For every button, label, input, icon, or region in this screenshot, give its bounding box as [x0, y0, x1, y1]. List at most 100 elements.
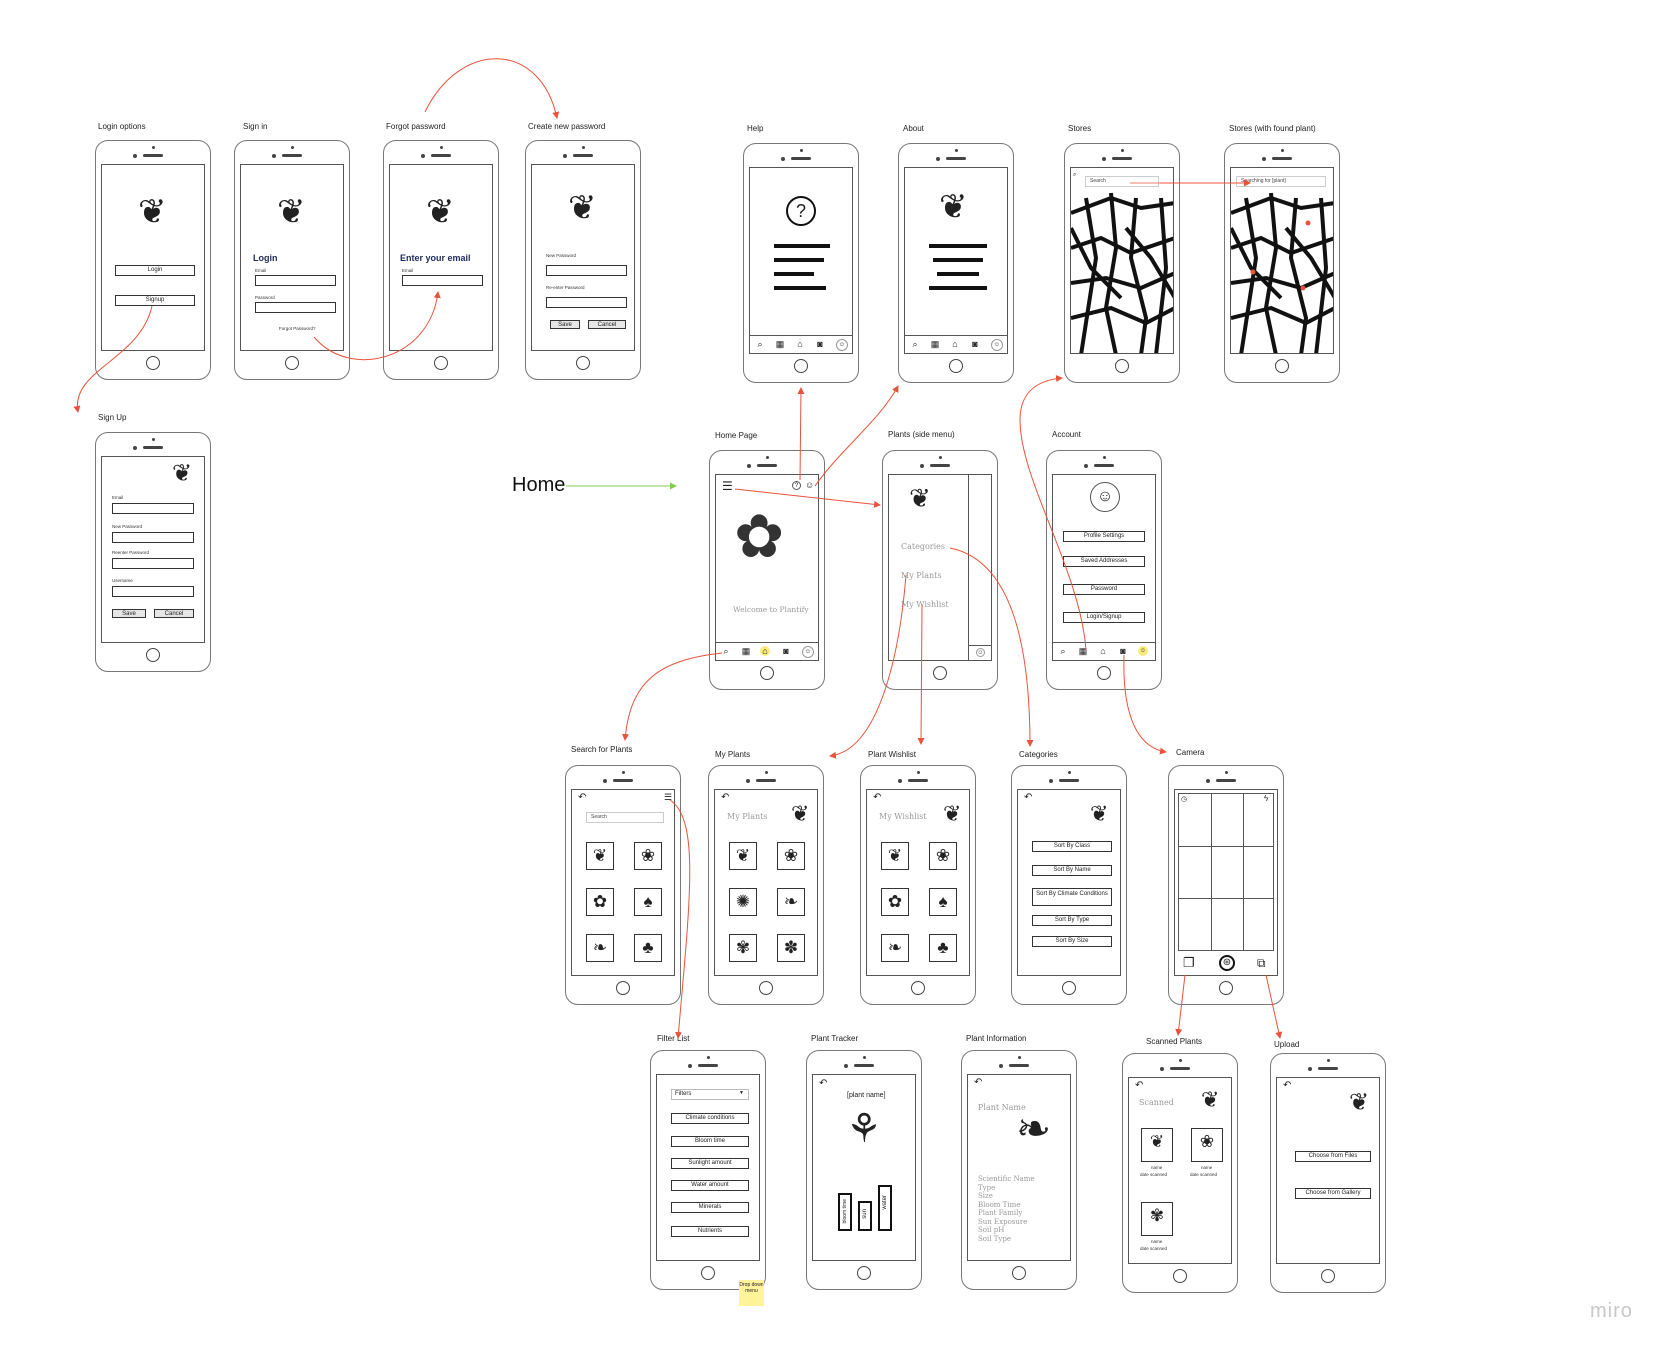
camera-icon[interactable]: ◙ [972, 339, 978, 349]
email-field[interactable] [112, 503, 194, 514]
filter-sunlight-button[interactable]: Sunlight amount [671, 1158, 749, 1169]
home-button[interactable] [1097, 666, 1111, 680]
new-password-field[interactable] [112, 532, 194, 543]
home-button[interactable] [146, 356, 160, 370]
home-button[interactable] [1062, 981, 1076, 995]
home-button[interactable] [434, 356, 448, 370]
menu-icon[interactable]: ☰ [722, 479, 733, 493]
search-input[interactable]: Search [586, 812, 664, 823]
account-icon[interactable]: ☺ [991, 339, 1003, 351]
viewfinder[interactable] [1178, 793, 1274, 951]
filter-climate-button[interactable]: Climate conditions [671, 1113, 749, 1124]
home-button[interactable] [933, 666, 947, 680]
email-field[interactable] [255, 275, 336, 286]
sort-by-climate-button[interactable]: Sort By Climate Conditions [1032, 888, 1112, 906]
home-button[interactable] [759, 981, 773, 995]
filter-water-button[interactable]: Water amount [671, 1180, 749, 1191]
plant-tile-icon[interactable]: ♣ [929, 934, 957, 962]
choose-from-gallery-button[interactable]: Choose from Gallery [1295, 1188, 1371, 1199]
home-button[interactable] [857, 1266, 871, 1280]
home-button[interactable] [794, 359, 808, 373]
back-icon[interactable]: ↶ [1135, 1080, 1144, 1091]
save-button[interactable]: Save [550, 320, 580, 329]
plant-tile-icon[interactable]: ❧ [586, 934, 614, 962]
password-button[interactable]: Password [1063, 584, 1145, 595]
search-input[interactable]: Searching for [plant] [1236, 176, 1326, 187]
sort-by-class-button[interactable]: Sort By Class [1032, 841, 1112, 852]
login-signup-button[interactable]: Login/Signup [1063, 612, 1145, 623]
search-icon[interactable]: ⌕ [1060, 646, 1066, 656]
back-icon[interactable]: ↶ [819, 1078, 828, 1089]
plant-tile-icon[interactable]: ✽ [777, 934, 805, 962]
flash-icon[interactable]: ϟ [1264, 794, 1269, 803]
profile-settings-button[interactable]: Profile Settings [1063, 531, 1145, 542]
store-icon[interactable]: ▦ [741, 646, 751, 656]
back-icon[interactable]: ↶ [1283, 1080, 1292, 1091]
plant-tile-icon[interactable]: ✾ [729, 934, 757, 962]
profile-icon[interactable]: ☺ [805, 480, 815, 490]
search-icon[interactable]: ⌕ [723, 646, 729, 656]
back-icon[interactable]: ↶ [578, 792, 587, 803]
street-map[interactable] [1071, 168, 1174, 354]
cancel-button[interactable]: Cancel [588, 320, 626, 329]
camera-icon[interactable]: ◙ [1120, 646, 1126, 656]
plant-tile-icon[interactable]: ❧ [881, 934, 909, 962]
home-button[interactable] [146, 648, 160, 662]
back-icon[interactable]: ↶ [974, 1077, 983, 1088]
store-icon[interactable]: ▦ [930, 339, 940, 349]
camera-icon[interactable]: ◙ [817, 339, 823, 349]
filters-dropdown[interactable]: Filters [671, 1089, 749, 1100]
saved-addresses-button[interactable]: Saved Addresses [1063, 556, 1145, 567]
street-map[interactable] [1231, 168, 1334, 354]
search-icon[interactable]: ⌕ [912, 339, 918, 349]
reenter-password-field[interactable] [112, 558, 194, 569]
home-icon[interactable]: ⌂ [760, 646, 770, 656]
signup-button[interactable]: Signup [115, 295, 195, 306]
cancel-button[interactable]: Cancel [154, 609, 194, 618]
plant-tile-icon[interactable]: ✿ [881, 888, 909, 916]
home-button[interactable] [911, 981, 925, 995]
home-button[interactable] [1012, 1266, 1026, 1280]
sort-by-name-button[interactable]: Sort By Name [1032, 865, 1112, 876]
shutter-icon[interactable]: ⊛ [1219, 955, 1235, 971]
back-icon[interactable]: ↶ [873, 792, 882, 803]
email-field[interactable] [402, 275, 483, 286]
login-button[interactable]: Login [115, 265, 195, 276]
camera-icon[interactable]: ◙ [783, 646, 789, 656]
scanned-plant-icon[interactable]: ❀ [1191, 1128, 1223, 1162]
home-button[interactable] [285, 356, 299, 370]
home-button[interactable] [1219, 981, 1233, 995]
account-icon[interactable]: ☺ [836, 339, 848, 351]
home-button[interactable] [1115, 359, 1129, 373]
plant-tile-icon[interactable]: ♣ [634, 934, 662, 962]
plant-tile-icon[interactable]: ❀ [777, 842, 805, 870]
sort-by-size-button[interactable]: Sort By Size [1032, 936, 1112, 947]
menu-item-categories[interactable]: Categories [901, 542, 945, 551]
home-button[interactable] [760, 666, 774, 680]
account-icon[interactable]: ☺ [976, 648, 985, 657]
forgot-password-link[interactable]: Forgot Password? [279, 326, 316, 331]
plant-tile-icon[interactable]: ❧ [777, 888, 805, 916]
save-button[interactable]: Save [112, 609, 146, 618]
store-icon[interactable]: ▦ [1078, 646, 1088, 656]
filter-nutrients-button[interactable]: Nutrients [671, 1226, 749, 1237]
plant-tile-icon[interactable]: ✿ [586, 888, 614, 916]
plant-tile-icon[interactable]: ✺ [729, 888, 757, 916]
scanned-plant-icon[interactable]: ✾ [1141, 1202, 1173, 1236]
avatar-icon[interactable]: ☺ [1090, 482, 1120, 512]
plant-tile-icon[interactable]: ❦ [729, 842, 757, 870]
timer-icon[interactable]: ◷ [1181, 796, 1188, 803]
plant-tile-icon[interactable]: ❦ [586, 842, 614, 870]
home-icon[interactable]: ⌂ [797, 339, 803, 349]
filter-minerals-button[interactable]: Minerals [671, 1202, 749, 1213]
plant-tile-icon[interactable]: ♠ [929, 888, 957, 916]
search-input[interactable]: Search [1085, 176, 1159, 187]
sort-by-type-button[interactable]: Sort By Type [1032, 915, 1112, 926]
home-button[interactable] [1173, 1269, 1187, 1283]
home-button[interactable] [949, 359, 963, 373]
filter-menu-icon[interactable]: ☰ [664, 792, 673, 802]
username-field[interactable] [112, 586, 194, 597]
upload-icon[interactable]: ⧉ [1257, 956, 1266, 970]
store-icon[interactable]: ▦ [775, 339, 785, 349]
home-button[interactable] [616, 981, 630, 995]
